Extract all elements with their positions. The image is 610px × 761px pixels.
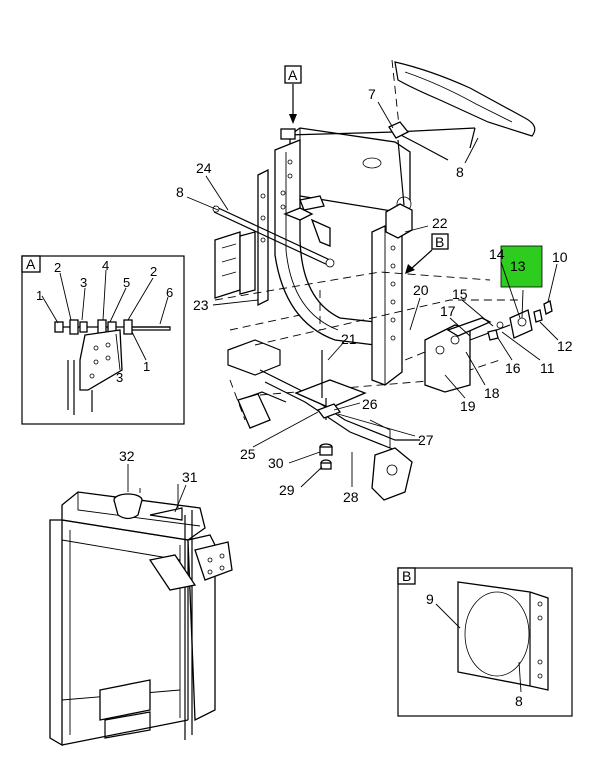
label-10: 10 xyxy=(552,249,568,265)
radiator-core xyxy=(49,464,233,747)
label-25: 25 xyxy=(240,446,256,462)
label-24: 24 xyxy=(196,160,212,176)
inset-a-label-3: 3 xyxy=(80,275,87,290)
label-11: 11 xyxy=(540,360,555,376)
callout-labels: A B 7 8 24 8 22 14 13 10 20 15 17 12 16 … xyxy=(36,67,573,709)
inset-b-letter: B xyxy=(402,568,411,584)
label-18: 18 xyxy=(484,385,500,401)
label-16: 16 xyxy=(505,360,521,376)
label-21: 21 xyxy=(341,331,357,347)
inset-a-label-3b: 3 xyxy=(116,370,123,385)
inset-a-label-1b: 1 xyxy=(143,359,150,374)
label-15: 15 xyxy=(452,286,468,302)
label-27: 27 xyxy=(418,432,434,448)
label-8-top: 8 xyxy=(456,164,464,180)
leader-lines xyxy=(186,101,559,488)
label-26: 26 xyxy=(362,396,378,412)
inset-b-label-8: 8 xyxy=(515,693,523,709)
callout-a-letter: A xyxy=(288,67,298,83)
callout-b-letter: B xyxy=(435,234,444,250)
inset-a-panel: A xyxy=(21,255,185,425)
label-8-left: 8 xyxy=(176,184,184,200)
inset-b-label-9: 9 xyxy=(426,591,434,607)
label-7: 7 xyxy=(368,86,376,102)
label-19: 19 xyxy=(460,398,476,414)
radiator-support-assembly xyxy=(212,59,553,501)
label-17: 17 xyxy=(440,303,456,319)
inset-a-label-4: 4 xyxy=(102,258,109,273)
label-30: 30 xyxy=(268,455,284,471)
label-32: 32 xyxy=(119,448,135,464)
label-12: 12 xyxy=(557,338,573,354)
callout-b-marker xyxy=(405,233,449,274)
label-29: 29 xyxy=(279,482,295,498)
label-14: 14 xyxy=(489,246,505,262)
inset-a-label-6: 6 xyxy=(166,285,173,300)
label-31: 31 xyxy=(182,469,198,485)
inset-a-label-5: 5 xyxy=(123,275,130,290)
label-13: 13 xyxy=(510,258,526,274)
inset-a-label-1: 1 xyxy=(36,288,43,303)
highlight-part-13[interactable] xyxy=(500,245,543,288)
inset-b-panel: B xyxy=(397,567,573,717)
label-20: 20 xyxy=(413,282,429,298)
label-23: 23 xyxy=(193,297,209,313)
label-28: 28 xyxy=(343,489,359,505)
inset-a-label-2b: 2 xyxy=(150,264,157,279)
inset-a-letter: A xyxy=(26,256,36,272)
label-22: 22 xyxy=(432,215,448,231)
inset-a-label-2: 2 xyxy=(54,260,61,275)
